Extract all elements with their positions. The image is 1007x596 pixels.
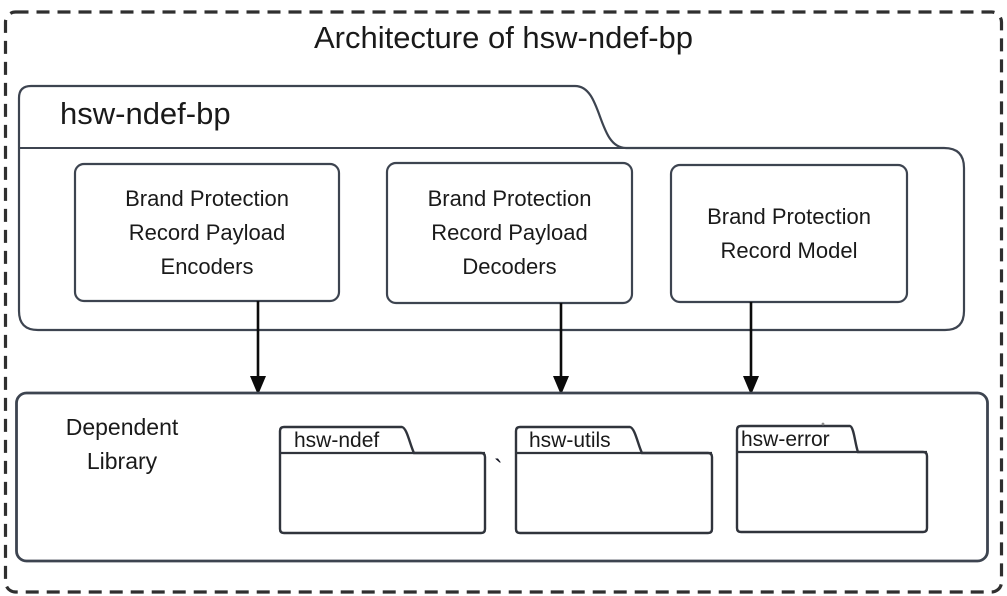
arrowhead-icon <box>553 376 569 395</box>
stray-dot <box>821 422 825 426</box>
arrowhead-icon <box>743 376 759 395</box>
module-label-decoders: Brand Protection Record Payload Decoders <box>427 186 592 279</box>
package-shape <box>17 84 966 332</box>
folder-shape-hsw-error <box>735 424 929 534</box>
package-label: hsw-ndef-bp <box>60 96 231 131</box>
stray-backtick-mark: ` <box>494 454 503 484</box>
diagram-title: Architecture of hsw-ndef-bp <box>313 20 694 55</box>
folder-shape-hsw-utils <box>514 425 714 535</box>
arrow-decoders-to-library <box>553 303 569 395</box>
arrow-encoders-to-library <box>250 301 266 395</box>
outer-dashed-border <box>3 10 1004 594</box>
folder-label-hsw-ndef: hsw-ndef <box>294 429 380 452</box>
module-box-encoders <box>73 162 341 303</box>
dependent-library-label: Dependent Library <box>65 414 179 474</box>
module-label-model: Brand Protection Record Model <box>707 203 871 263</box>
module-box-model <box>669 163 909 304</box>
folder-label-hsw-error: hsw-error <box>741 428 830 451</box>
arrowhead-icon <box>250 376 266 395</box>
folder-shape-hsw-ndef <box>278 425 487 535</box>
arrow-model-to-library <box>743 302 759 395</box>
folder-label-hsw-utils: hsw-utils <box>529 429 611 452</box>
module-box-decoders <box>385 161 634 305</box>
module-label-encoders: Brand Protection Record Payload Encoders <box>125 185 289 279</box>
